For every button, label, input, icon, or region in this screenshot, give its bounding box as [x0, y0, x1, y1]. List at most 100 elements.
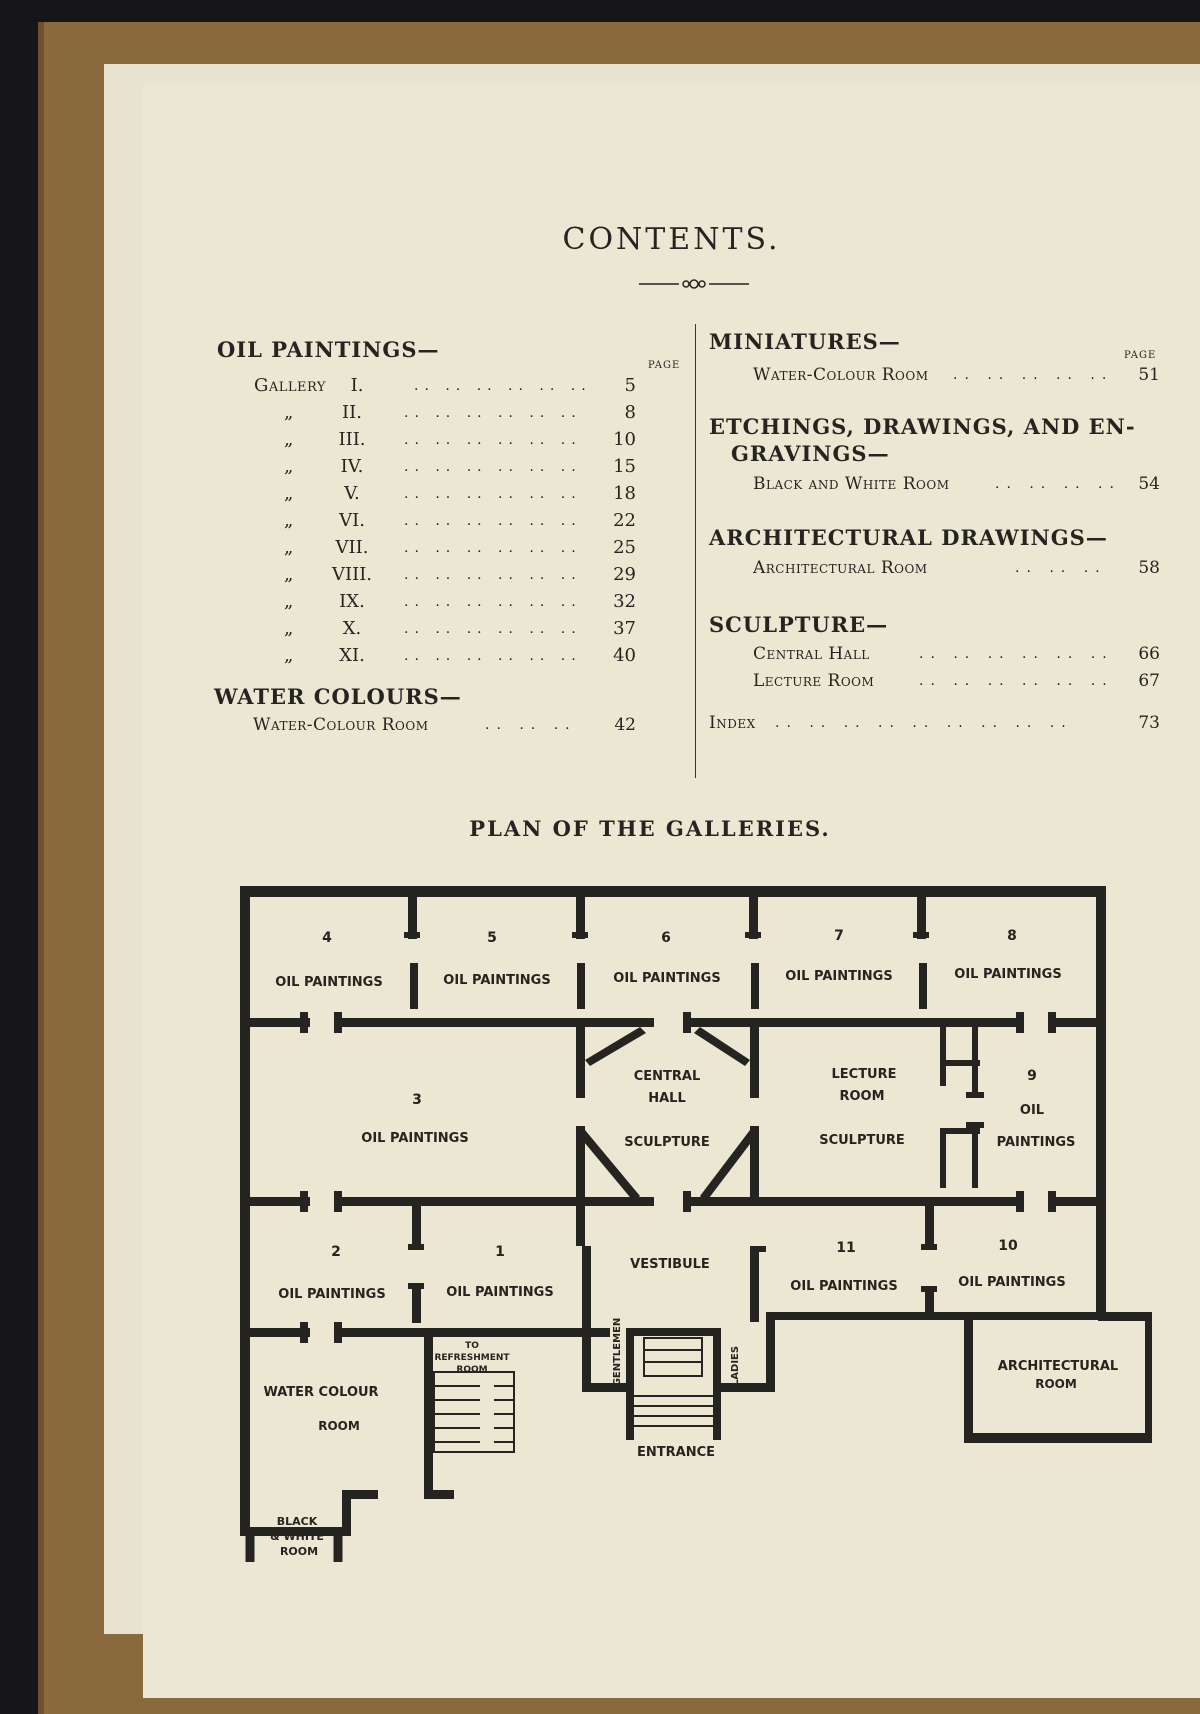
- contents-entry-index: Index .. .. .. .. .. .. .. .. .. 73: [709, 710, 1160, 736]
- section-heading-etchings: ETCHINGS, DRAWINGS, AND EN-: [709, 414, 1136, 439]
- entry-label: Architectural Room: [753, 558, 928, 578]
- gallery-numeral: XI.: [339, 645, 365, 666]
- entry-label: Central Hall: [753, 644, 870, 664]
- dot-leader: .. .. .. .. .. .. .. .. ..: [775, 715, 1073, 731]
- refreshment-stair: [433, 1371, 515, 1453]
- page-number: 25: [613, 537, 636, 558]
- ditto-mark: „: [284, 618, 294, 639]
- dot-leader: .. .. .. .. .. ..: [404, 621, 582, 637]
- contents-entry-central-hall: Central Hall .. .. .. .. .. .. 66: [753, 641, 1160, 667]
- dot-leader: .. .. .. .. .. ..: [404, 567, 582, 583]
- gallery-numeral: III.: [338, 429, 366, 450]
- dot-leader: .. .. .. .. .. ..: [404, 513, 582, 529]
- gallery-floor-plan: 4 5 6 7 8 OIL PAINTINGS OIL PAINTINGS OI…: [240, 886, 1152, 1562]
- gallery-numeral: VI.: [339, 510, 365, 531]
- gallery-numeral: VII.: [335, 537, 369, 558]
- contents-row-gallery-xi: „ XI. .. .. .. .. .. .. 40: [284, 643, 636, 669]
- dot-leader: .. .. .. .. .. ..: [404, 594, 582, 610]
- ditto-mark: „: [284, 483, 294, 504]
- page-column-label: PAGE: [1124, 350, 1157, 361]
- architectural-room-label: ARCHITECTURAL: [998, 1359, 1118, 1374]
- ditto-mark: „: [284, 456, 294, 477]
- contents-row-gallery-viii: „ VIII. .. .. .. .. .. .. 29: [284, 562, 636, 588]
- contents-row-gallery-vi: „ VI. .. .. .. .. .. .. 22: [284, 508, 636, 534]
- page-number: 58: [1138, 558, 1160, 578]
- gallery-numeral: V.: [344, 483, 360, 504]
- gallery-number-11: 11: [836, 1240, 855, 1256]
- contents-row-gallery-ix: „ IX. .. .. .. .. .. .. 32: [284, 589, 636, 615]
- gallery-numeral: IX.: [339, 591, 365, 612]
- black-white-room-label-2: & WHITE: [270, 1530, 324, 1543]
- central-hall-sculpture-label: SCULPTURE: [624, 1135, 710, 1150]
- entry-label: Index: [709, 713, 756, 733]
- page-column-label: PAGE: [648, 360, 681, 371]
- gallery-number-5: 5: [487, 930, 497, 946]
- page-number: 10: [613, 429, 636, 450]
- gallery-number-7: 7: [834, 928, 844, 944]
- page-number: 42: [614, 715, 636, 735]
- ditto-mark: „: [284, 591, 294, 612]
- dot-leader: .. .. ..: [485, 717, 577, 733]
- page-number: 54: [1138, 474, 1160, 494]
- water-colour-room-label-2: ROOM: [318, 1419, 360, 1433]
- dot-leader: .. .. .. .. .. ..: [414, 378, 592, 394]
- gallery-label-4: OIL PAINTINGS: [275, 975, 382, 990]
- section-heading-water-colours: WATER COLOURS—: [214, 684, 462, 709]
- page-number: 22: [613, 510, 636, 531]
- gallery-label-9: OIL: [1020, 1103, 1044, 1118]
- ditto-mark: „: [284, 564, 294, 585]
- section-heading-sculpture: SCULPTURE—: [709, 612, 889, 637]
- dot-leader: .. .. .. .. .. ..: [404, 459, 582, 475]
- dot-leader: .. .. .. .. .. ..: [404, 486, 582, 502]
- lecture-room-label-2: ROOM: [839, 1089, 884, 1104]
- page-number: 67: [1138, 671, 1160, 691]
- gallery-numeral: II.: [342, 402, 362, 423]
- dot-leader: .. .. .. .. .. ..: [404, 432, 582, 448]
- page-number: 15: [613, 456, 636, 477]
- gallery-number-8: 8: [1007, 928, 1017, 944]
- entry-label: Lecture Room: [753, 671, 875, 691]
- page-number: 29: [613, 564, 636, 585]
- contents-entry-lecture-room: Lecture Room .. .. .. .. .. .. 67: [753, 668, 1160, 694]
- gallery-numeral: VIII.: [331, 564, 373, 585]
- lecture-room-label: LECTURE: [831, 1067, 896, 1082]
- section-heading-oil-paintings: OIL PAINTINGS—: [217, 337, 440, 362]
- gentlemen-label: GENTLEMEN: [612, 1318, 623, 1387]
- black-white-room-label: BLACK: [277, 1515, 318, 1528]
- water-colour-room-label: WATER COLOUR: [263, 1385, 378, 1400]
- contents-entry-miniatures-room: Water-Colour Room .. .. .. .. .. 51: [753, 362, 1160, 388]
- dot-leader: .. .. .. ..: [995, 476, 1121, 492]
- dot-leader: .. .. .. .. .. ..: [919, 646, 1114, 662]
- gallery-label-6: OIL PAINTINGS: [613, 971, 720, 986]
- dot-leader: .. .. .. .. .. ..: [404, 405, 582, 421]
- gallery-label-5: OIL PAINTINGS: [443, 973, 550, 988]
- page-title: CONTENTS.: [562, 222, 781, 257]
- gallery-label-2: OIL PAINTINGS: [278, 1287, 385, 1302]
- contents-row-gallery-ii: „ II. .. .. .. .. .. .. 8: [284, 400, 636, 426]
- gallery-numeral: X.: [342, 618, 362, 639]
- column-divider: [695, 324, 696, 778]
- page-number: 66: [1138, 644, 1160, 664]
- page-number: 5: [624, 375, 636, 396]
- plan-title: PLAN OF THE GALLERIES.: [469, 816, 831, 841]
- section-heading-etchings-continued: GRAVINGS—: [731, 441, 890, 466]
- refreshment-label-room: ROOM: [456, 1365, 487, 1375]
- section-heading-miniatures: MINIATURES—: [709, 329, 901, 354]
- gallery-number-4: 4: [322, 930, 332, 946]
- black-white-room-label-3: ROOM: [280, 1545, 318, 1558]
- gallery-label-8: OIL PAINTINGS: [954, 967, 1061, 982]
- entry-label: Water-Colour Room: [253, 715, 429, 735]
- floor-plan-labels: 4 5 6 7 8 OIL PAINTINGS OIL PAINTINGS OI…: [263, 928, 1118, 1558]
- gallery-numeral: IV.: [340, 456, 364, 477]
- page-number: 40: [613, 645, 636, 666]
- contents-row-gallery-vii: „ VII. .. .. .. .. .. .. 25: [284, 535, 636, 561]
- page-number: 51: [1138, 365, 1160, 385]
- contents-row-gallery-x: „ X. .. .. .. .. .. .. 37: [284, 616, 636, 642]
- gallery-number-6: 6: [661, 930, 671, 946]
- gallery-label-3: OIL PAINTINGS: [361, 1131, 468, 1146]
- dot-leader: .. .. .. .. .. ..: [404, 540, 582, 556]
- contents-row-gallery-iii: „ III. .. .. .. .. .. .. 10: [284, 427, 636, 453]
- refreshment-label: REFRESHMENT: [434, 1353, 510, 1363]
- gallery-label-11: OIL PAINTINGS: [790, 1279, 897, 1294]
- contents-row-gallery-v: „ V. .. .. .. .. .. .. 18: [284, 481, 636, 507]
